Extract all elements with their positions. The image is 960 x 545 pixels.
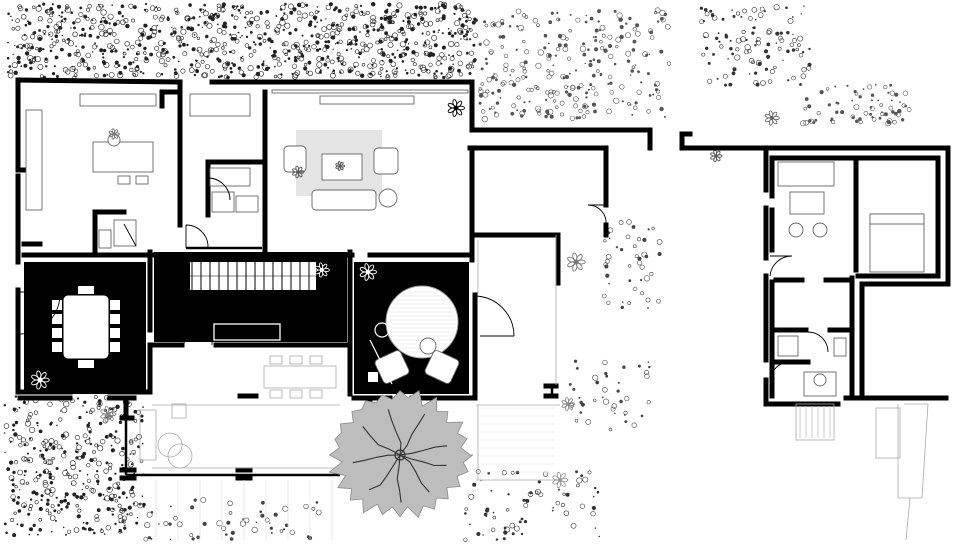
vegetation-band-bottom [118, 219, 663, 542]
stair-hall-bench [213, 323, 281, 341]
reading-room-furniture [368, 285, 460, 385]
kitchen-island [92, 141, 154, 173]
living-room-furniture [271, 89, 469, 211]
sofa [311, 189, 377, 211]
covered-terrace-outline [119, 235, 560, 481]
terrace-pavement [155, 407, 554, 540]
annex-site [795, 403, 929, 541]
side-table [378, 188, 398, 208]
kitchen-furniture [25, 93, 251, 211]
annex-furniture [769, 161, 925, 397]
doors [19, 177, 607, 346]
tree [328, 390, 474, 519]
vegetation-band-top [6, 1, 672, 123]
armchair-right [373, 147, 399, 175]
kitchen-counter-side [25, 109, 43, 211]
kitchen-counter [79, 93, 157, 107]
staircase [190, 262, 319, 290]
terrace-furniture [139, 355, 337, 469]
sideboard [319, 95, 415, 105]
vegetation-band-right [699, 4, 912, 127]
main-house-walls [15, 77, 653, 421]
vegetation-band-left [3, 395, 146, 538]
dining-table [52, 286, 120, 368]
armchair-left [283, 145, 307, 173]
